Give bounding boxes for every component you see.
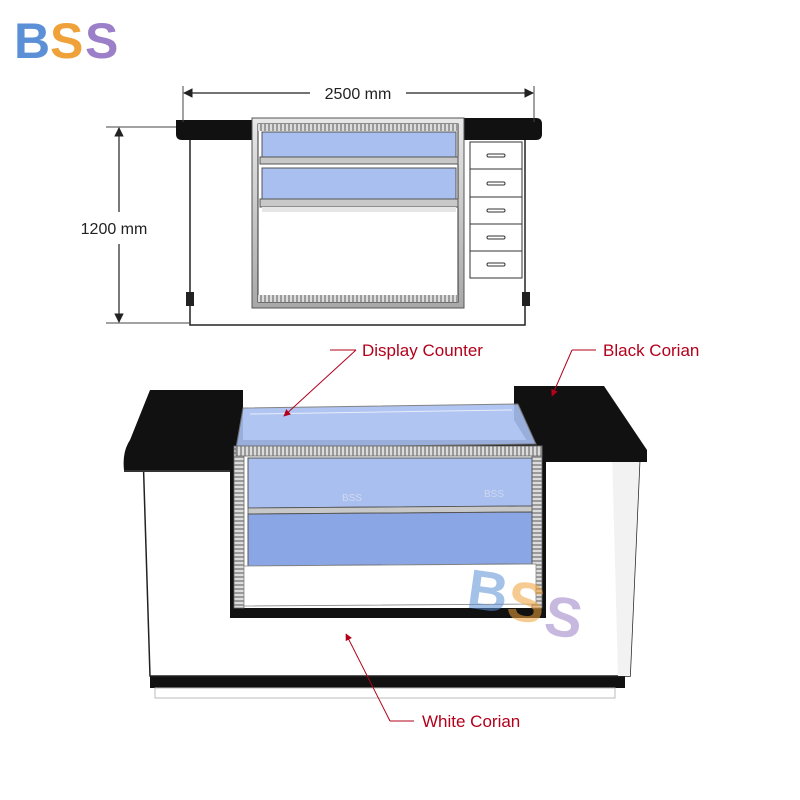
drawer-handle-icon (486, 153, 506, 158)
callout-white-corian-label: White Corian (422, 712, 520, 731)
drawer-5 (469, 250, 523, 279)
brand-logo: B S S (14, 13, 119, 69)
elevation-led-bottom (258, 295, 458, 302)
perspective-black-top-left (123, 390, 243, 470)
perspective-body-side (612, 452, 640, 676)
elevation-led-top (258, 124, 458, 131)
watermark-letter-s2: S (541, 583, 587, 651)
watermark-letter-s1: S (503, 568, 549, 636)
width-dimension: 2500 mm (182, 86, 535, 122)
perspective-post-left (233, 445, 245, 609)
perspective-plinth-shadow (154, 687, 616, 699)
drawer-handle-icon (486, 181, 506, 186)
callout-arrow-icon (345, 633, 391, 722)
glass-watermark-2: BSS (484, 489, 504, 500)
callout-white-corian: White Corian (345, 633, 520, 731)
elevation-shelf-shadow (262, 207, 456, 212)
perspective-glass-top (235, 403, 537, 449)
callout-arrow-icon (283, 349, 357, 417)
elevation-drawers (469, 141, 523, 279)
perspective-top-edge (124, 470, 243, 472)
elevation-glass-lower (261, 167, 457, 200)
logo-letter-s1: S (50, 13, 82, 69)
drawer-handle-icon (486, 262, 506, 267)
perspective-glass-shelf-2 (247, 511, 533, 567)
logo-letter-s2: S (85, 13, 117, 69)
perspective-glass-shelf-1 (247, 457, 533, 509)
perspective-view: BSS BSS (123, 386, 647, 699)
perspective-black-top-right (514, 386, 647, 462)
elevation-shelf-2 (259, 198, 459, 208)
drawer-handle-icon (486, 208, 506, 213)
callout-arrow-icon (551, 349, 573, 397)
glass-watermark-1: BSS (342, 493, 362, 504)
elevation-foot-left (186, 292, 194, 306)
height-label: 1200 mm (81, 221, 148, 238)
logo-letter-b: B (14, 13, 48, 69)
callout-black-corian: Black Corian (551, 341, 699, 397)
callout-display-counter-label: Display Counter (362, 341, 483, 360)
drawer-handle-icon (486, 235, 506, 240)
height-dimension: 1200 mm (81, 126, 190, 324)
elevation-shelf-1 (259, 156, 459, 165)
front-elevation (176, 117, 542, 326)
perspective-led-top (235, 445, 543, 457)
callout-display-counter: Display Counter (283, 341, 483, 417)
watermark-letter-b: B (464, 557, 513, 625)
brand-watermark: B S S (464, 557, 587, 651)
elevation-black-top-left (176, 120, 254, 140)
perspective-display-base (243, 563, 537, 607)
perspective-glass-reflection (249, 409, 513, 415)
elevation-glass-upper (261, 131, 457, 158)
callout-black-corian-label: Black Corian (603, 341, 699, 360)
elevation-black-top-right (462, 118, 542, 140)
width-label: 2500 mm (325, 86, 392, 103)
elevation-foot-right (522, 292, 530, 306)
